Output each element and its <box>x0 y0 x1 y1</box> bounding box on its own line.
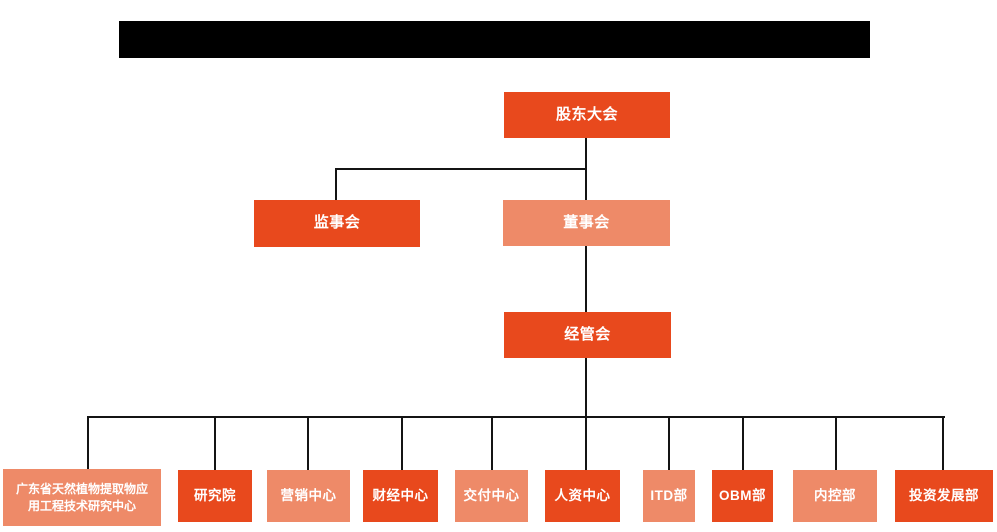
org-node-investment-development-department: 投资发展部 <box>895 470 993 522</box>
org-node-finance-center: 财经中心 <box>363 470 438 522</box>
org-node-internal-control-department: 内控部 <box>793 470 877 522</box>
org-node-supervisory-board: 监事会 <box>254 200 420 247</box>
connector-dept-drop <box>942 416 944 470</box>
connector-dept-drop <box>742 416 744 470</box>
redacted-title-bar <box>119 21 870 58</box>
connector-directors-management <box>585 246 587 312</box>
connector-dept-drop <box>307 416 309 470</box>
org-node-delivery-center: 交付中心 <box>455 470 528 522</box>
connector-dept-drop <box>401 416 403 470</box>
connector-dept-drop <box>835 416 837 470</box>
connector-dept-drop <box>87 416 89 470</box>
connector-management-bus <box>585 358 587 470</box>
org-node-research-institute: 研究院 <box>178 470 252 522</box>
org-node-marketing-center: 营销中心 <box>267 470 350 522</box>
connector-bottom-bus <box>88 416 945 418</box>
connector-directors-drop <box>585 168 587 200</box>
org-node-itd-department: ITD部 <box>643 470 695 522</box>
connector-supervisory-drop <box>335 168 337 200</box>
org-node-shareholders-meeting: 股东大会 <box>504 92 670 138</box>
org-node-guangdong-plant-extract-research-center: 广东省天然植物提取物应用工程技术研究中心 <box>3 469 161 526</box>
connector-dept-drop <box>491 416 493 470</box>
org-node-hr-center: 人资中心 <box>545 470 620 522</box>
org-node-board-of-directors: 董事会 <box>503 200 670 246</box>
connector-dept-drop <box>214 416 216 470</box>
org-node-obm-department: OBM部 <box>712 470 773 522</box>
connector-dept-drop <box>668 416 670 470</box>
connector-shareholders-down <box>585 138 587 169</box>
org-node-management-committee: 经管会 <box>504 312 671 358</box>
connector-top-branch <box>335 168 587 170</box>
